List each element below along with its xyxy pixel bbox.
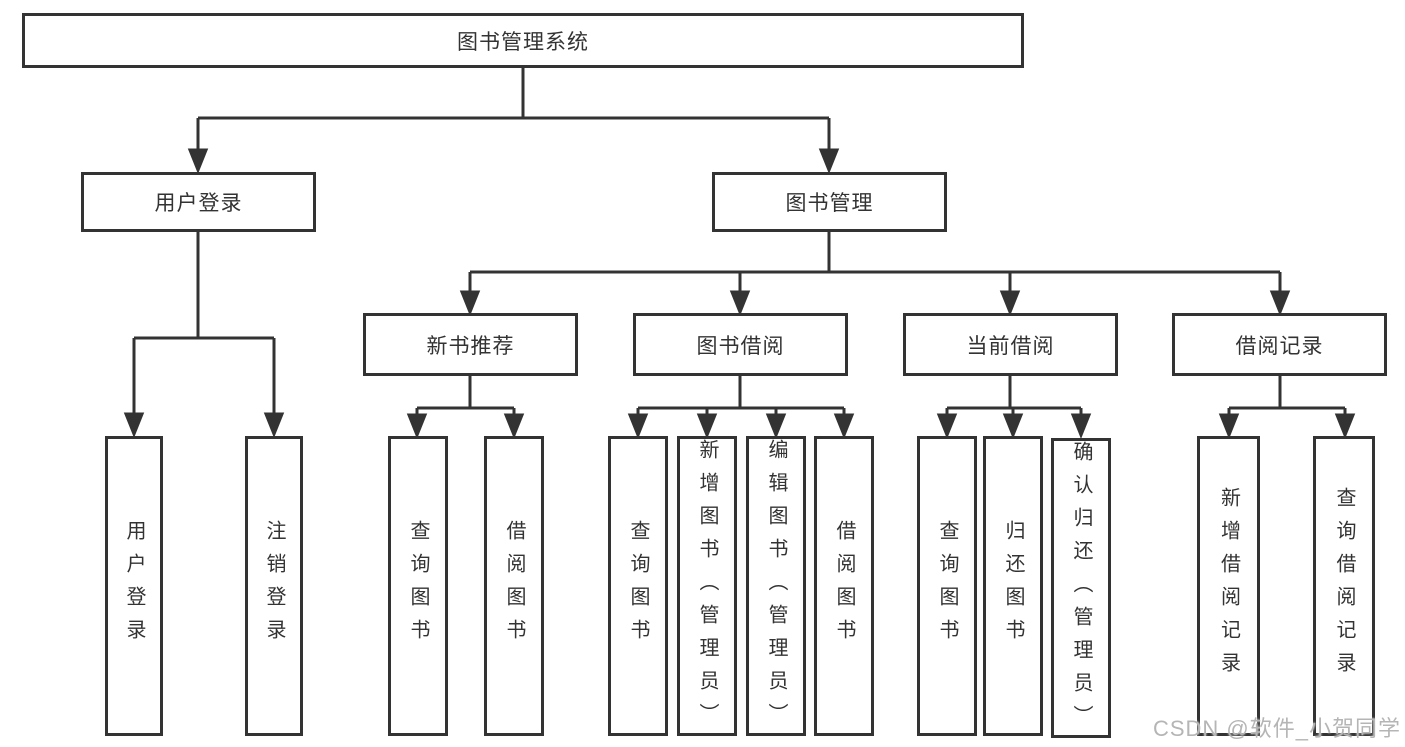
leaf-add-borrow-record: 新增借阅记录 [1197,436,1260,736]
leaf-query-books-borrow: 查询图书 [608,436,668,736]
node-new-book-recommend: 新书推荐 [363,313,578,376]
leaf-query-books-current: 查询图书 [917,436,977,736]
node-current-borrow: 当前借阅 [903,313,1118,376]
leaf-logout: 注销登录 [245,436,303,736]
node-user-login: 用户登录 [81,172,316,232]
leaf-return-book: 归还图书 [983,436,1043,736]
leaf-borrow-books: 借阅图书 [814,436,874,736]
leaf-edit-book-admin: 编辑图书（管理员） [746,436,806,736]
leaf-borrow-books-recommend: 借阅图书 [484,436,544,736]
leaf-confirm-return-admin: 确认归还（管理员） [1051,438,1111,738]
node-library-management-system: 图书管理系统 [22,13,1024,68]
leaf-query-borrow-record: 查询借阅记录 [1313,436,1375,736]
node-book-management: 图书管理 [712,172,947,232]
node-borrow-records: 借阅记录 [1172,313,1387,376]
leaf-add-book-admin: 新增图书（管理员） [677,436,737,736]
leaf-user-login: 用户登录 [105,436,163,736]
watermark-text: CSDN @软件_小贺同学 [1152,716,1401,741]
leaf-query-books-recommend: 查询图书 [388,436,448,736]
node-book-borrow: 图书借阅 [633,313,848,376]
